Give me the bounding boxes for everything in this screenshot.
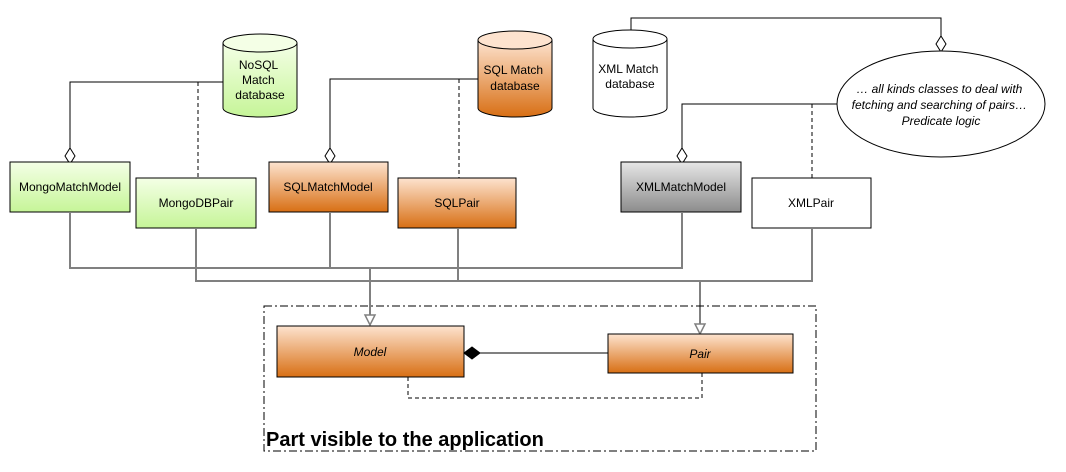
class-xmlpair: XMLPair: [751, 177, 872, 229]
logic-note-line-3: Predicate logic: [902, 114, 981, 128]
sql-database-label-1: SQL Match: [484, 63, 544, 77]
connector-note-xmlmatchmodel: [681, 103, 837, 150]
class-pair-label: Pair: [689, 347, 711, 361]
connector-xmldb-note: [630, 17, 942, 38]
pair-bus: [195, 228, 813, 282]
aggregation-diamonds: [64, 35, 947, 165]
class-model-label: Model: [354, 345, 387, 359]
nosql-database-label-2: Match: [242, 73, 275, 87]
class-mongomatchmodel-label: MongoMatchModel: [19, 180, 121, 194]
class-model: Model: [276, 325, 465, 378]
class-xmlmatchmodel: XMLMatchModel: [620, 161, 742, 213]
model-bus: [69, 212, 683, 269]
svg-text:NoSQL Match databa: NoSQL Match database: [235, 58, 285, 102]
nosql-database-label-1: NoSQL: [239, 58, 279, 72]
class-sqlpair: SQLPair: [397, 177, 517, 229]
generalization-connectors: [69, 212, 813, 326]
model-pair-dependency: [407, 373, 703, 399]
class-mongodbpair: MongoDBPair: [135, 177, 257, 229]
connector-sql-sqlmatchmodel: [329, 78, 478, 150]
class-xmlmatchmodel-label: XMLMatchModel: [636, 180, 726, 194]
class-sqlmatchmodel-label: SQLMatchModel: [283, 180, 372, 194]
svg-text:… all kinds classes to deal wi: … all kinds classes to deal with fetchin…: [852, 82, 1031, 128]
logic-note-line-2: fetching and searching of pairs…: [852, 98, 1027, 112]
triangle-arrow-icon: [363, 314, 377, 327]
svg-text:SQL Match database: SQL Match database: [484, 63, 547, 93]
connector-nosql-mongomatchmodel: [69, 81, 223, 150]
sql-database: SQL Match database: [477, 30, 553, 118]
xml-database-label-1: XML Match: [598, 62, 658, 76]
application-group-frame: [263, 305, 817, 452]
class-mongodbpair-label: MongoDBPair: [159, 196, 234, 210]
sql-database-label-2: database: [490, 79, 540, 93]
logic-note-line-1: … all kinds classes to deal with: [856, 82, 1022, 96]
composition-diamond-icon: [463, 346, 481, 360]
db-connectors: [69, 17, 942, 178]
triangle-arrow-icon: [693, 323, 707, 336]
class-sqlpair-label: SQLPair: [434, 196, 479, 210]
application-group-title: Part visible to the application: [266, 429, 544, 451]
xml-database-label-2: database: [605, 77, 655, 91]
class-pair: Pair: [607, 333, 794, 374]
class-sqlmatchmodel: SQLMatchModel: [268, 161, 389, 213]
class-xmlpair-label: XMLPair: [788, 196, 834, 210]
logic-note: … all kinds classes to deal with fetchin…: [836, 50, 1046, 158]
xml-database: XML Match database: [592, 29, 668, 118]
diamond-icon: [935, 35, 947, 53]
generalization-arrowheads: [363, 314, 707, 336]
class-mongomatchmodel: MongoMatchModel: [9, 161, 131, 213]
nosql-database-label-3: database: [235, 88, 285, 102]
svg-text:XML Match database: XML Match database: [598, 62, 662, 91]
nosql-database: NoSQL Match database: [222, 33, 298, 118]
